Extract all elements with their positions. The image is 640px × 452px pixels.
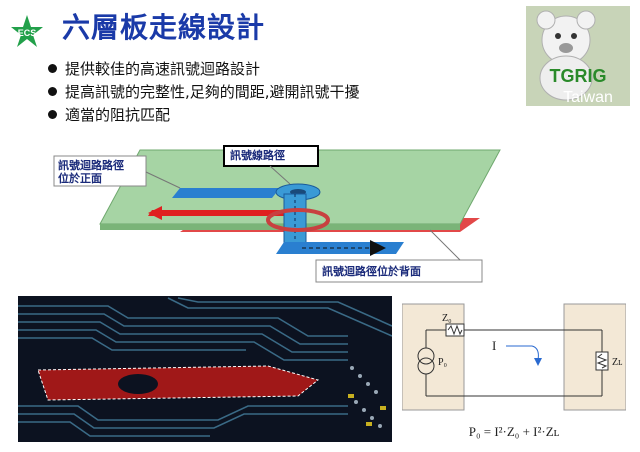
label-back: 訊號迴路徑位於背面: [322, 265, 421, 278]
power-formula: P₀ = I²·Z₀ + I²·Zʟ: [469, 424, 560, 439]
label-front-line2: 位於正面: [58, 172, 102, 185]
company-logo: ECS: [10, 14, 44, 48]
trace-diagram: 訊號迴路路徑 位於正面 訊號線路徑 訊號迴路徑位於背面: [40, 142, 560, 292]
bullet-dot-icon: [48, 64, 57, 73]
bullet-item: 提高訊號的完整性,足夠的間距,避開訊號干擾: [48, 81, 360, 104]
bullet-item: 提供較佳的高速訊號迴路設計: [48, 58, 360, 81]
logo-text: ECS: [18, 28, 37, 38]
zl-label: Zʟ: [612, 357, 622, 368]
badge-brand: TGRIG: [550, 66, 607, 86]
circuit-diagram: Z₀ P₀ Zʟ I P₀ = I²·Z₀ + I²·Zʟ: [401, 296, 627, 446]
label-trace: 訊號線路徑: [230, 149, 285, 162]
z0-label: Z₀: [442, 313, 452, 324]
bullet-item: 適當的阻抗匹配: [48, 104, 360, 127]
current-label: I: [492, 338, 496, 353]
pcb-layout-image: [18, 296, 393, 442]
badge-region: Taiwan: [563, 89, 613, 106]
label-front-line1: 訊號迴路路徑: [58, 159, 124, 172]
bullet-dot-icon: [48, 110, 57, 119]
mascot-badge: TGRIG Taiwan: [526, 6, 630, 106]
bullet-list: 提供較佳的高速訊號迴路設計 提高訊號的完整性,足夠的間距,避開訊號干擾 適當的阻…: [48, 58, 360, 127]
bullet-dot-icon: [48, 87, 57, 96]
source-label: P₀: [438, 357, 448, 368]
page-title: 六層板走線設計: [62, 11, 266, 44]
